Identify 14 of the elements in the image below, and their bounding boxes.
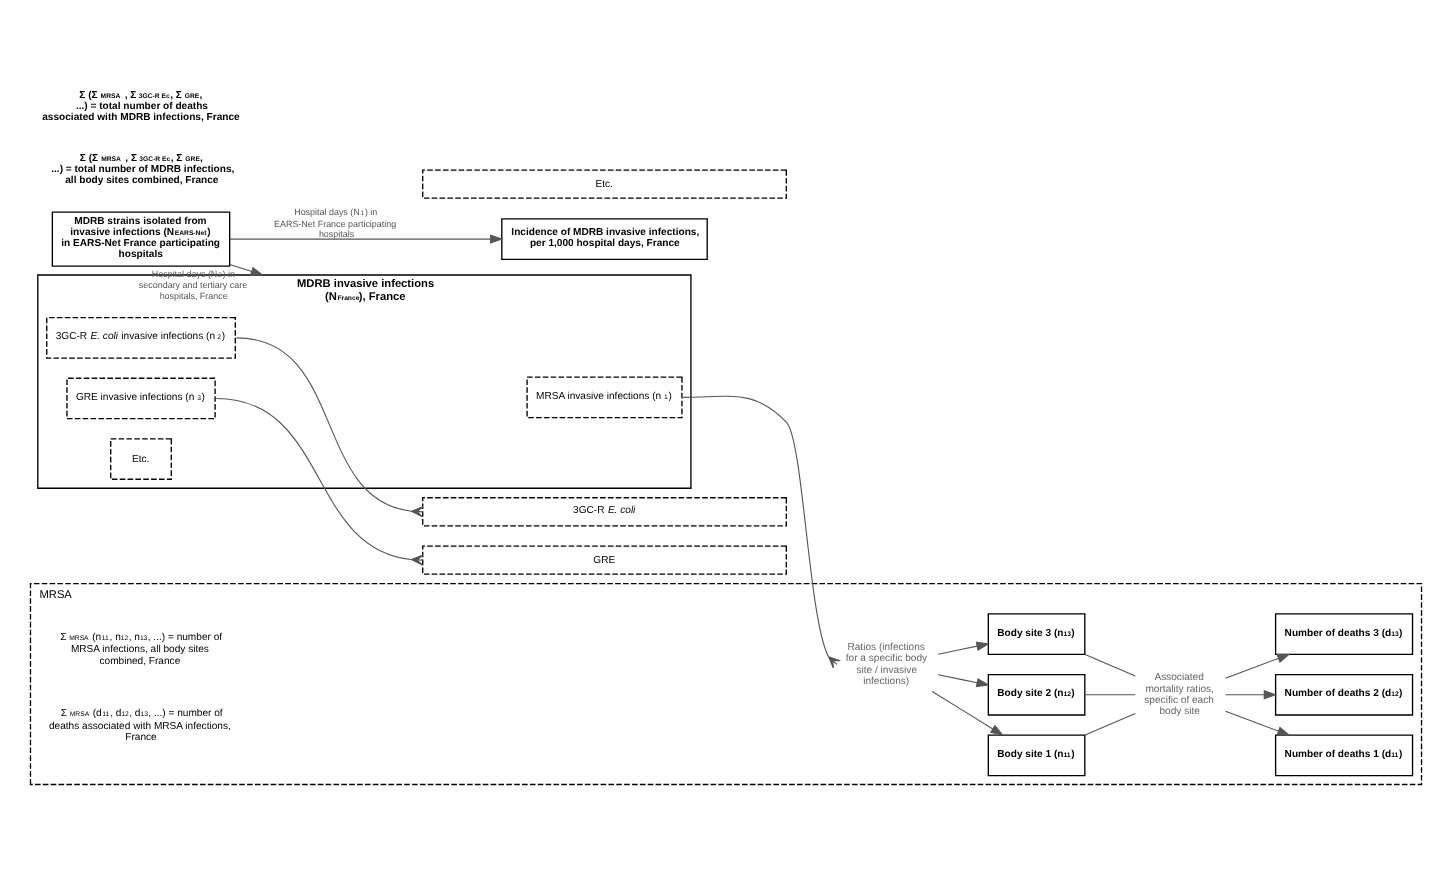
arrow [931,689,1004,735]
arrow [1224,689,1278,699]
arrow [1224,709,1291,735]
connector [1084,652,1136,676]
arrow [229,262,265,275]
connector [1084,711,1136,735]
arrow [937,673,990,687]
connector [682,394,841,668]
connector [235,336,424,517]
connector [215,396,424,565]
arrow [937,640,990,654]
connector [1084,693,1136,695]
arrow [1224,652,1291,678]
arrow [229,233,504,243]
